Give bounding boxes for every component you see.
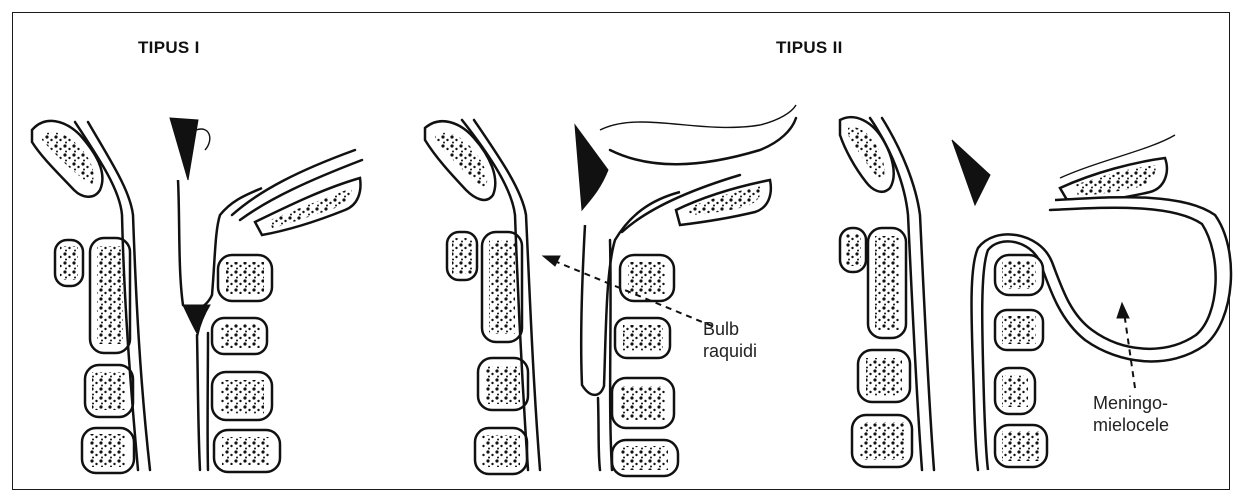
panel-tipus-1	[32, 118, 362, 473]
panel-tipus-2a	[425, 105, 796, 476]
panel-tipus-2b	[840, 117, 1231, 470]
